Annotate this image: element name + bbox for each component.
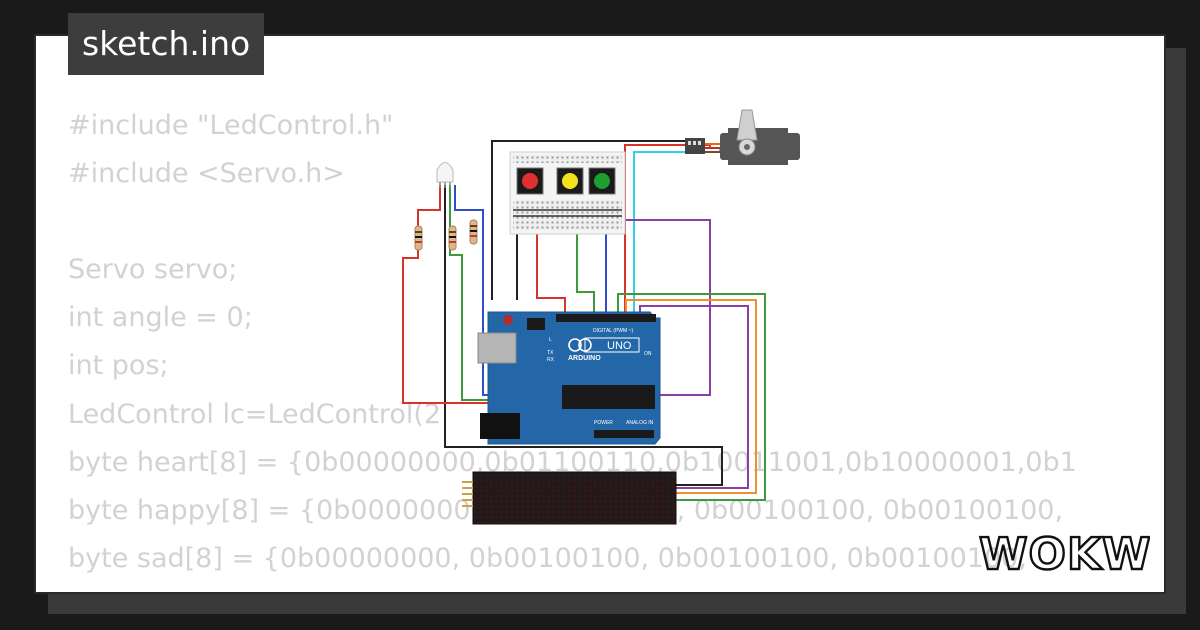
- code-line: Servo servo;: [68, 254, 238, 286]
- code-line: #include "LedControl.h": [68, 110, 394, 141]
- code-line: byte surprised[8] = {0b00000000, 0b00100…: [68, 583, 1096, 592]
- wire-purple: [639, 305, 749, 489]
- arduino-uno-board[interactable]: ARDUINO UNO DIGITAL (PWM ~) POWER ANALOG…: [477, 311, 661, 445]
- board-digital-label: DIGITAL (PWM ~): [593, 328, 633, 334]
- led-matrix-icon[interactable]: [462, 471, 677, 525]
- board-brand: ARDUINO: [568, 355, 601, 362]
- rgb-led-icon[interactable]: [436, 162, 454, 189]
- push-button-yellow-icon[interactable]: [556, 167, 584, 195]
- code-line: LedControl lc=LedControl(2: [68, 398, 442, 430]
- resistor-icon: [448, 225, 457, 251]
- wire-green: [576, 222, 595, 318]
- wire-orange: [625, 299, 757, 494]
- wire-red: [536, 222, 566, 318]
- wire-red: [624, 144, 711, 318]
- board-power-label: POWER: [594, 420, 613, 426]
- wire-green: [617, 293, 766, 501]
- code-line: byte heart[8] = {0b00000000,0b01100110,0…: [68, 446, 1077, 478]
- push-button-green-icon[interactable]: [588, 167, 616, 195]
- board-tx-label: TX: [547, 350, 554, 356]
- resistor-icon: [414, 225, 423, 251]
- board-analog-label: ANALOG IN: [626, 420, 654, 426]
- wire-black: [444, 185, 723, 486]
- resistor-icon: [469, 219, 478, 245]
- code-line: #include <Servo.h>: [68, 158, 345, 190]
- code-line: int angle = 0;: [68, 302, 253, 334]
- servo-motor-icon[interactable]: [685, 109, 800, 165]
- push-button-red-icon[interactable]: [516, 167, 544, 195]
- board-model: UNO: [607, 340, 632, 352]
- code-view: #include "LedControl.h" #include <Servo.h…: [68, 102, 1096, 592]
- board-l-label: L: [549, 337, 552, 343]
- file-tab[interactable]: sketch.ino: [68, 13, 265, 75]
- code-line: byte sad[8] = {0b00000000, 0b00100100, 0…: [68, 542, 1027, 574]
- wire-cyan: [633, 148, 721, 318]
- wokwi-logo-text: WOKWi: [979, 529, 1150, 580]
- code-line: int pos;: [68, 350, 169, 382]
- board-rx-label: RX: [547, 357, 555, 363]
- wokwi-logo: WOKWi: [978, 528, 1150, 580]
- board-on-label: ON: [644, 351, 652, 357]
